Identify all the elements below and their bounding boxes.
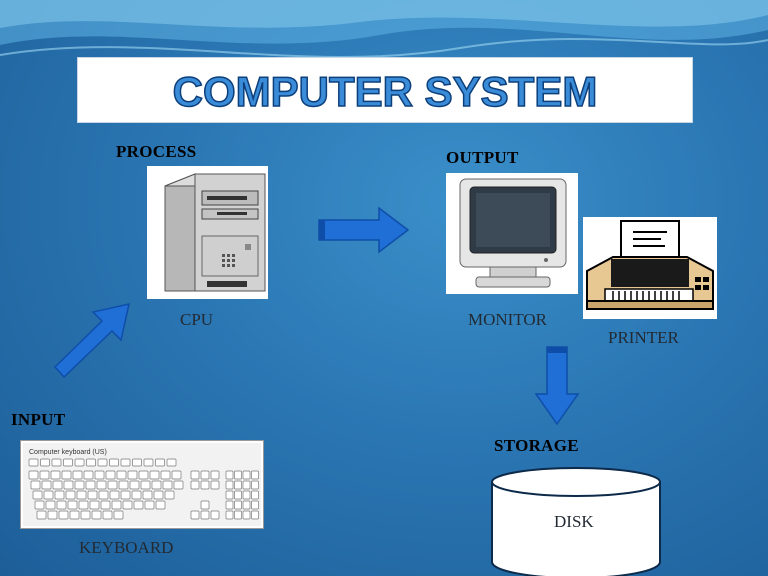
cpu-label: CPU	[180, 310, 214, 329]
crt-monitor-icon	[446, 173, 578, 294]
process-heading: PROCESS	[116, 142, 197, 161]
printer-label: PRINTER	[608, 328, 679, 347]
page-title: COMPUTER SYSTEM	[173, 68, 598, 115]
disk-label: DISK	[554, 512, 594, 531]
monitor-label: MONITOR	[468, 310, 548, 329]
arrow-cpu-to-monitor	[318, 206, 410, 254]
arrow-monitor-to-disk	[534, 346, 580, 426]
printer-icon	[583, 217, 717, 319]
output-heading: OUTPUT	[446, 148, 519, 167]
tower-computer-icon	[147, 166, 268, 299]
arrow-keyboard-to-cpu	[53, 303, 130, 379]
keyboard-caption: Computer keyboard (US)	[29, 449, 107, 456]
keyboard-label: KEYBOARD	[79, 538, 174, 557]
disk-cylinder-icon	[491, 467, 661, 576]
storage-heading: STORAGE	[494, 436, 579, 455]
input-heading: INPUT	[11, 410, 66, 429]
title-box: COMPUTER SYSTEM	[77, 57, 693, 123]
keyboard-icon: Computer keyboard (US)	[20, 440, 264, 529]
decorative-waves	[0, 0, 768, 58]
